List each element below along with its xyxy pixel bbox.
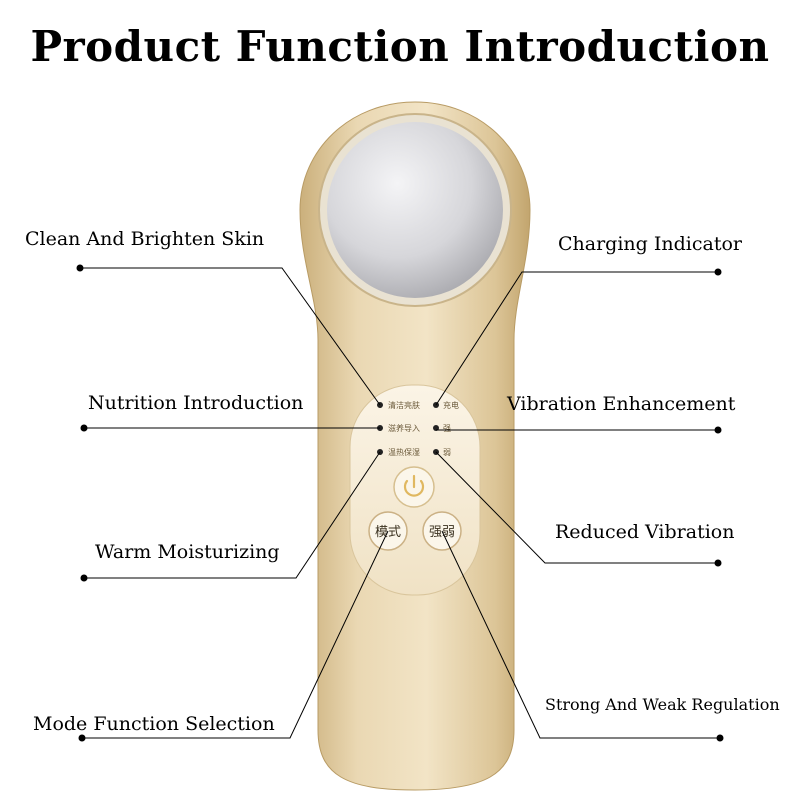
panel-label-charging: 充电 [443, 400, 459, 410]
power-button[interactable] [393, 466, 435, 508]
mode-button-label: 模式 [375, 525, 401, 540]
panel-label-warm: 温热保湿 [388, 447, 420, 457]
callout-strong-weak: Strong And Weak Regulation [545, 695, 780, 714]
callout-charging: Charging Indicator [558, 233, 742, 255]
callout-warm: Warm Moisturizing [95, 541, 280, 563]
leader-reduced [435, 451, 718, 564]
callout-vibration-enhancement: Vibration Enhancement [507, 393, 736, 415]
leader-clean [80, 267, 381, 406]
panel-label-strong: 强 [443, 424, 451, 433]
panel-label-clean: 清洁亮肤 [388, 400, 420, 410]
panel-label-nutrition: 滋养导入 [388, 423, 420, 433]
leader-warm [84, 451, 381, 579]
power-icon [403, 474, 425, 497]
callout-mode: Mode Function Selection [33, 713, 275, 735]
mirror-face [327, 122, 503, 298]
callout-nutrition: Nutrition Introduction [88, 392, 304, 414]
strength-button-label: 强弱 [429, 525, 455, 540]
panel-label-weak: 弱 [443, 448, 451, 457]
leader-lines [76, 264, 724, 742]
callout-reduced: Reduced Vibration [555, 521, 735, 543]
callout-clean: Clean And Brighten Skin [25, 228, 265, 250]
leader-charging [435, 271, 718, 406]
leader-strong-weak [441, 530, 720, 739]
page-title: Product Function Introduction [30, 22, 770, 71]
leader-mode [82, 530, 389, 739]
